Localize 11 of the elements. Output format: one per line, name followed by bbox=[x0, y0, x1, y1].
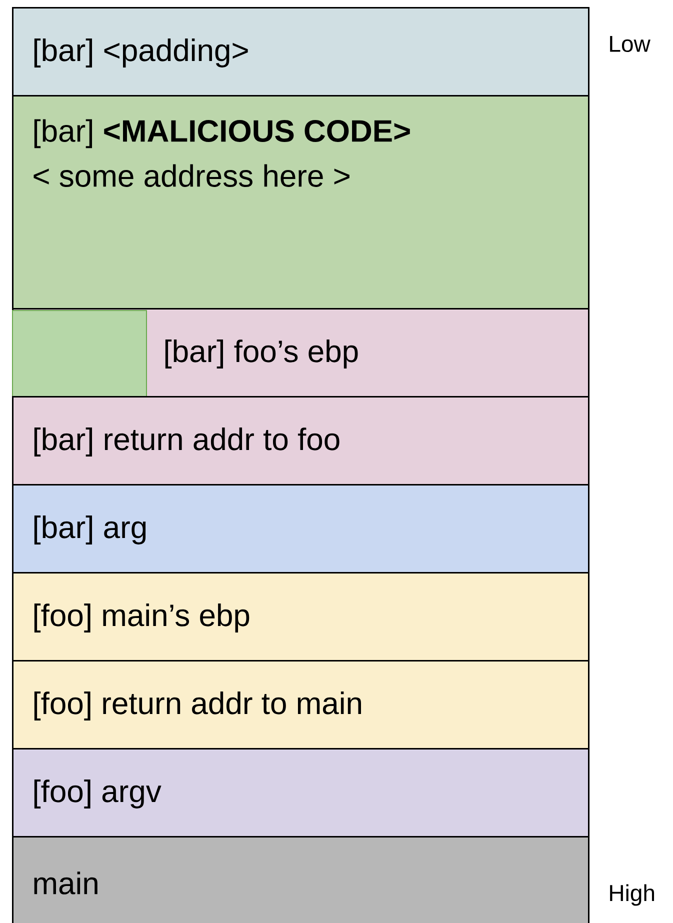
stack-cell: [bar] <MALICIOUS CODE> < some address here > bbox=[12, 95, 590, 310]
address-label: High bbox=[610, 884, 654, 906]
stack-cell: [bar] arg bbox=[12, 484, 590, 574]
stack-cell: main bbox=[12, 836, 590, 923]
address-label: Low bbox=[610, 36, 650, 52]
stack-cell: [foo] return addr to main bbox=[12, 660, 590, 750]
stack-cell: [foo] main’s ebp bbox=[12, 572, 590, 662]
stack-cell: [foo] argv bbox=[12, 748, 590, 838]
highlight-square bbox=[12, 310, 147, 398]
stack-cell: [bar] <padding> bbox=[12, 7, 590, 96]
stack-cell: [bar] return addr to foo bbox=[12, 396, 590, 486]
